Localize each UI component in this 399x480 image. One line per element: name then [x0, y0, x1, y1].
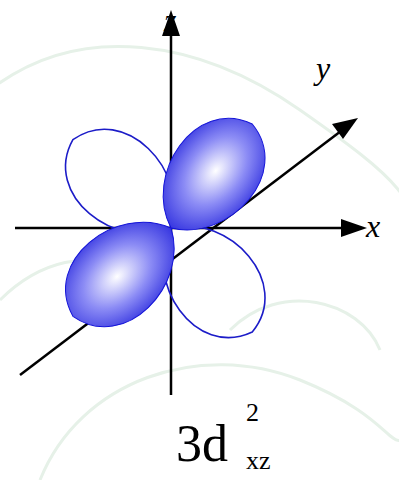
orbital-superscript: 2: [246, 400, 259, 426]
orbital-lobes: [44, 97, 287, 359]
x-arrowhead: [341, 219, 367, 237]
y-arrowhead: [332, 118, 358, 139]
axis-label: x: [366, 210, 380, 242]
axis-label: z: [164, 4, 176, 36]
filled-lobe: [44, 195, 201, 349]
background-swirl: [0, 46, 399, 480]
axis-label: y: [316, 52, 330, 84]
axes: [15, 30, 345, 395]
orbital-subscript: xz: [246, 448, 271, 474]
orbital-name: 3d: [176, 418, 228, 470]
